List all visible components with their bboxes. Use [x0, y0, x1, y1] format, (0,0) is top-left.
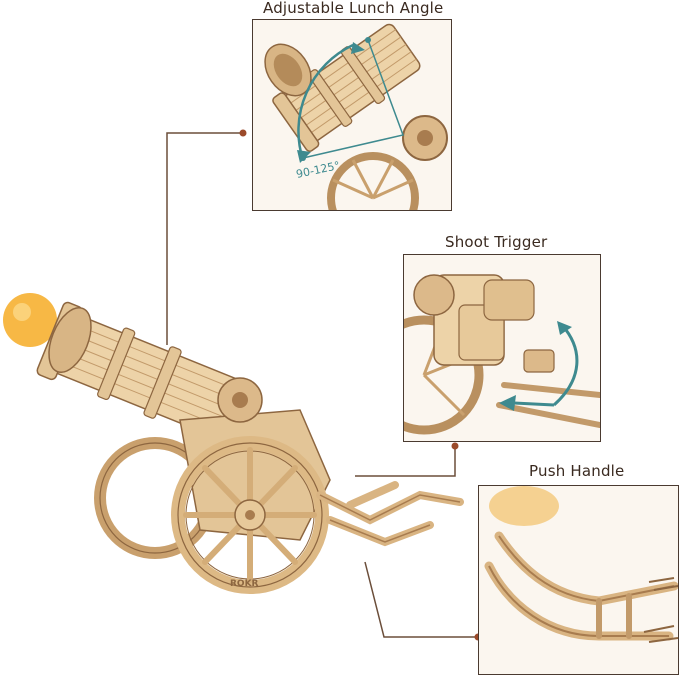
cannon-wheel: ROKR: [171, 436, 329, 594]
shoot-trigger-title: Shoot Trigger: [445, 233, 548, 251]
wooden-cannon-model-photo: ROKR: [3, 293, 464, 594]
launch-angle-detail-photo: 90-125°: [252, 19, 452, 211]
push-handle-title: Push Handle: [529, 462, 625, 480]
shoot-trigger-detail-photo: [403, 254, 601, 442]
push-handle: [316, 481, 464, 547]
push-handle-detail-photo: [478, 485, 679, 675]
launch-angle-title: Adjustable Lunch Angle: [263, 0, 444, 17]
wheel-brand-mark: ROKR: [230, 579, 259, 589]
